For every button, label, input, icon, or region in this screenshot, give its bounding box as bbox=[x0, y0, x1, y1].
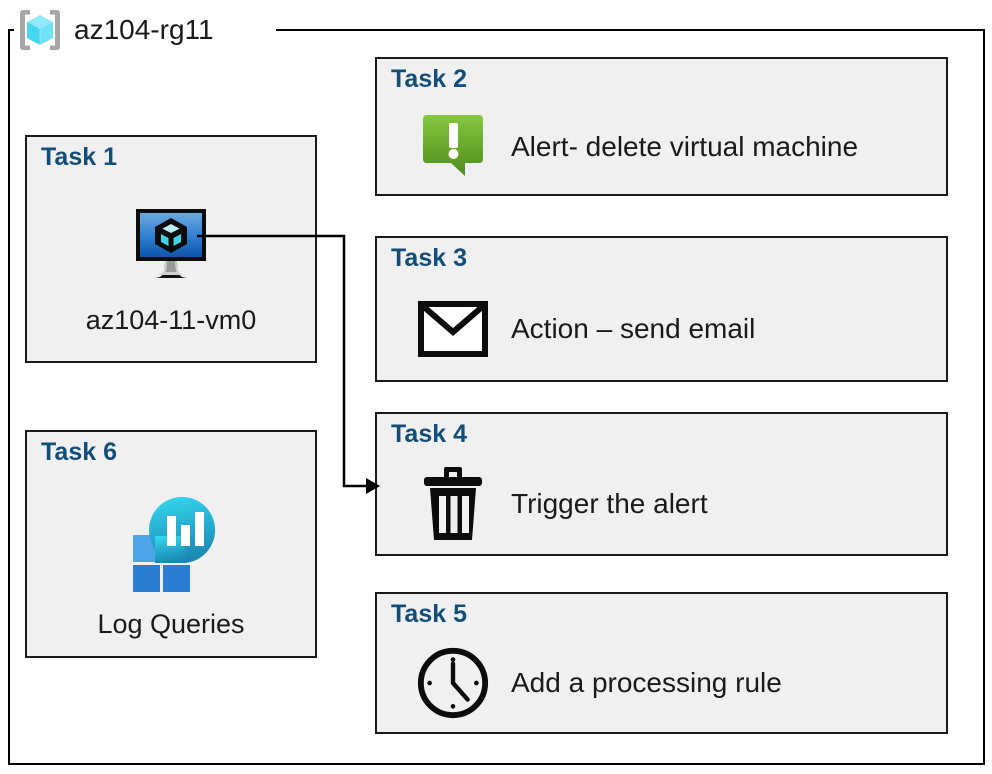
task-1-card[interactable]: Task 1 bbox=[25, 135, 317, 363]
task-3-content: Action – send email bbox=[415, 282, 936, 376]
resource-group-cube-icon bbox=[14, 6, 66, 54]
task-2-title: Task 2 bbox=[391, 65, 467, 93]
envelope-icon bbox=[415, 301, 491, 357]
task-1-content: az104-11-vm0 bbox=[27, 183, 315, 359]
task-6-content: Log Queries bbox=[27, 478, 315, 654]
task-2-content: Alert- delete virtual machine bbox=[415, 103, 936, 190]
task-2-caption: Alert- delete virtual machine bbox=[511, 130, 859, 162]
task-4-caption: Trigger the alert bbox=[511, 488, 708, 519]
resource-group-boundary bbox=[8, 29, 985, 765]
task-6-caption: Log Queries bbox=[97, 609, 245, 639]
resource-group-label: az104-rg11 bbox=[74, 14, 214, 45]
resource-group-header: az104-rg11 bbox=[14, 4, 214, 56]
alert-exclamation-icon bbox=[415, 111, 491, 183]
trash-delete-icon bbox=[415, 465, 491, 543]
task-5-title: Task 5 bbox=[391, 600, 467, 628]
task-5-card[interactable]: Task 5 Add a processing rule bbox=[375, 592, 948, 734]
task-4-title: Task 4 bbox=[391, 420, 467, 448]
clock-icon bbox=[415, 644, 491, 722]
virtual-machine-icon bbox=[127, 206, 215, 293]
task-3-card[interactable]: Task 3 Action – send email bbox=[375, 236, 948, 382]
task-6-title: Task 6 bbox=[41, 438, 117, 466]
task-4-content: Trigger the alert bbox=[415, 458, 936, 550]
task-4-card[interactable]: Task 4 Trigger the alert bbox=[375, 412, 948, 556]
task-5-content: Add a processing rule bbox=[415, 638, 936, 728]
log-analytics-icon bbox=[119, 492, 223, 597]
task-1-caption: az104-11-vm0 bbox=[85, 305, 257, 335]
task-3-title: Task 3 bbox=[391, 244, 467, 272]
task-5-caption: Add a processing rule bbox=[511, 667, 782, 698]
task-6-card[interactable]: Task 6 bbox=[25, 430, 317, 658]
task-2-card[interactable]: Task 2 Alert- delete virtual machine bbox=[375, 57, 948, 196]
task-1-title: Task 1 bbox=[41, 143, 117, 171]
task-3-caption: Action – send email bbox=[511, 313, 756, 344]
